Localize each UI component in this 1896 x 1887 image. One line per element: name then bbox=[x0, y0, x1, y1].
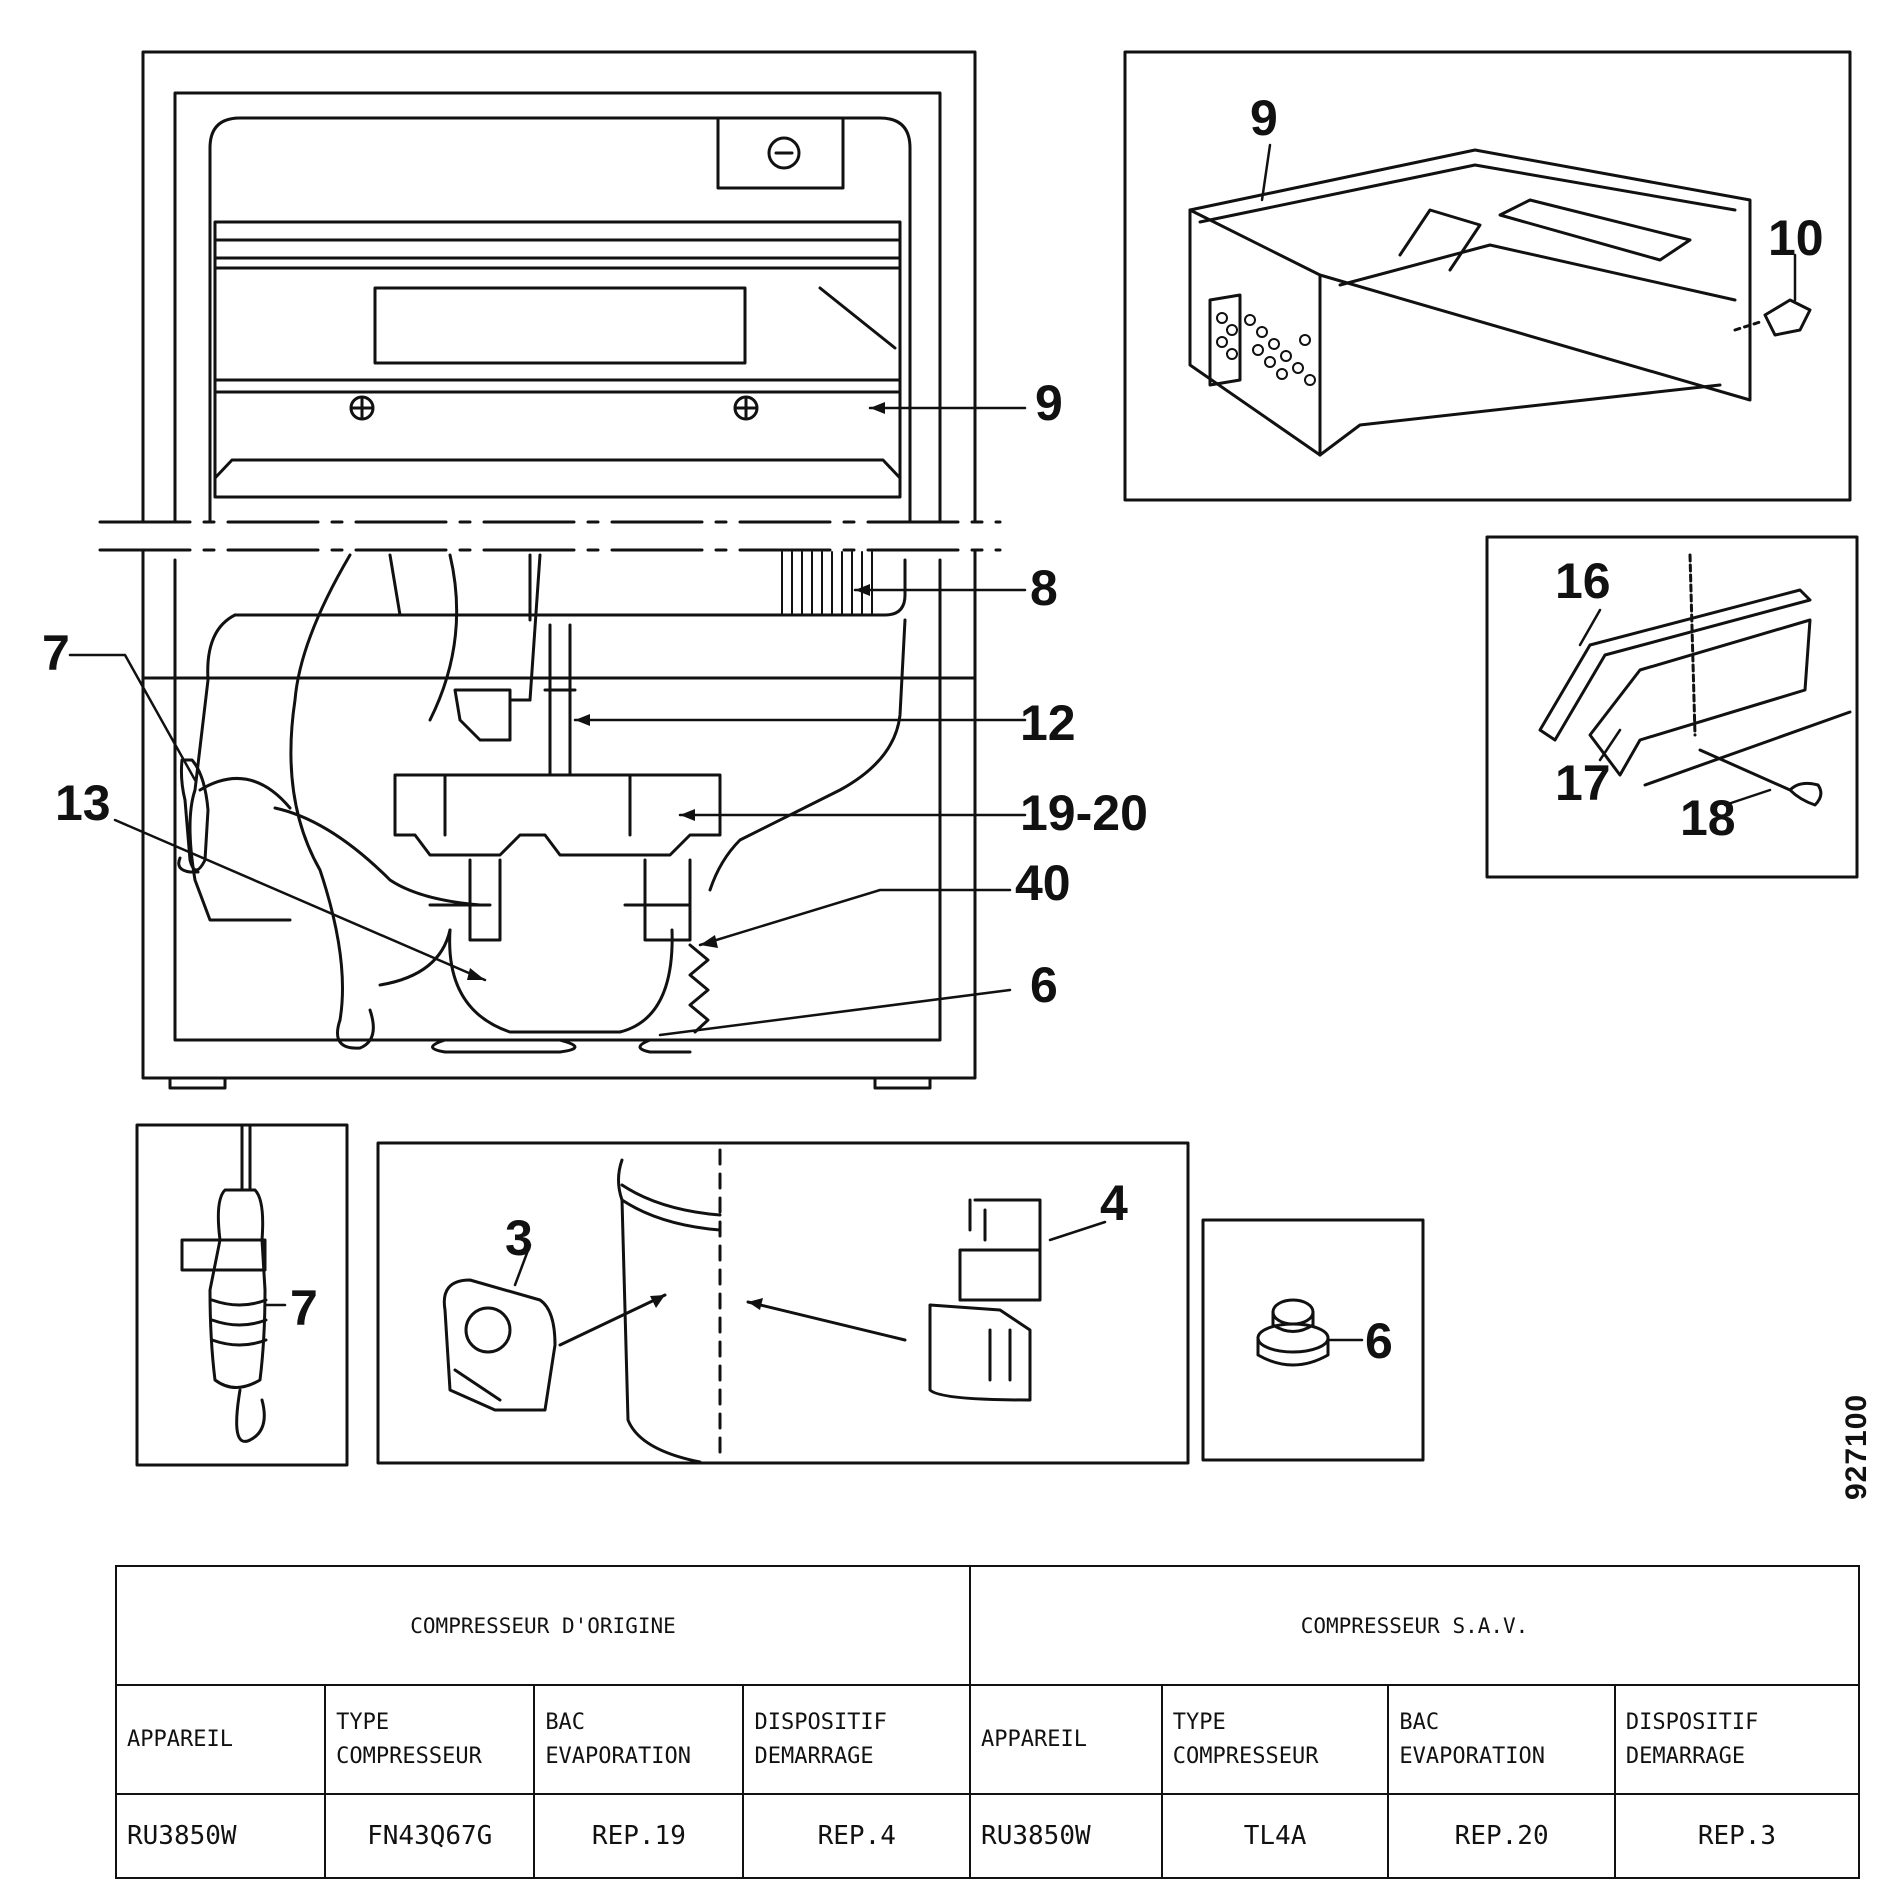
header-dispositif-demarrage: DISPOSITIF DEMARRAGE bbox=[742, 1684, 972, 1795]
main-leader-lines bbox=[68, 406, 1027, 1037]
callout-9: 9 bbox=[1035, 375, 1063, 431]
callout-7: 7 bbox=[42, 625, 70, 681]
cell-dispositif-demarrage: REP.4 bbox=[742, 1793, 972, 1879]
callout-inset-4: 4 bbox=[1100, 1175, 1128, 1231]
cell-bac-evaporation-sav: REP.20 bbox=[1387, 1793, 1616, 1879]
cabinet-upper bbox=[141, 50, 977, 524]
callout-inset-6: 6 bbox=[1365, 1313, 1393, 1369]
callout-inset-10: 10 bbox=[1768, 210, 1824, 266]
callout-inset-7: 7 bbox=[290, 1280, 318, 1336]
inset-foot bbox=[1201, 1218, 1425, 1462]
inset-bulb bbox=[135, 1123, 349, 1467]
header-appareil-sav: APPAREIL bbox=[969, 1684, 1163, 1795]
cabinet-lower bbox=[141, 548, 977, 1090]
callout-40: 40 bbox=[1015, 855, 1071, 911]
header-dispositif-demarrage-sav: DISPOSITIF DEMARRAGE bbox=[1613, 1684, 1861, 1795]
cell-appareil: RU3850W bbox=[114, 1793, 327, 1879]
callout-12: 12 bbox=[1020, 695, 1076, 751]
callout-13: 13 bbox=[55, 775, 111, 831]
cell-dispositif-demarrage-sav: REP.3 bbox=[1613, 1793, 1861, 1879]
header-type-compresseur-sav: TYPE COMPRESSEUR bbox=[1160, 1684, 1390, 1795]
group-header-original: COMPRESSEUR D'ORIGINE bbox=[114, 1565, 972, 1686]
inset-tray bbox=[1123, 50, 1852, 502]
callout-inset-9: 9 bbox=[1250, 90, 1278, 146]
header-bac-evaporation: BAC EVAPORATION bbox=[533, 1684, 745, 1795]
document-number: 927100 bbox=[1840, 1393, 1873, 1500]
callout-8: 8 bbox=[1030, 560, 1058, 616]
cell-type-compresseur: FN43Q67G bbox=[324, 1793, 536, 1879]
header-bac-evaporation-sav: BAC EVAPORATION bbox=[1387, 1684, 1616, 1795]
cell-bac-evaporation: REP.19 bbox=[533, 1793, 745, 1879]
header-appareil: APPAREIL bbox=[114, 1684, 327, 1795]
compressor-table: COMPRESSEUR D'ORIGINE COMPRESSEUR S.A.V.… bbox=[114, 1565, 1861, 1879]
callout-inset-3: 3 bbox=[505, 1210, 533, 1266]
callout-inset-18: 18 bbox=[1680, 790, 1736, 846]
inset-relays bbox=[376, 1141, 1190, 1465]
cell-appareil-sav: RU3850W bbox=[969, 1793, 1163, 1879]
callout-6: 6 bbox=[1030, 957, 1058, 1013]
inset-bracket bbox=[1485, 535, 1859, 879]
group-header-sav: COMPRESSEUR S.A.V. bbox=[969, 1565, 1860, 1686]
callout-inset-16: 16 bbox=[1555, 553, 1611, 609]
cell-type-compresseur-sav: TL4A bbox=[1160, 1793, 1390, 1879]
callout-inset-17: 17 bbox=[1555, 755, 1611, 811]
main-arrowheads bbox=[467, 402, 885, 980]
callout-19-20: 19-20 bbox=[1020, 785, 1148, 841]
header-type-compresseur: TYPE COMPRESSEUR bbox=[324, 1684, 536, 1795]
